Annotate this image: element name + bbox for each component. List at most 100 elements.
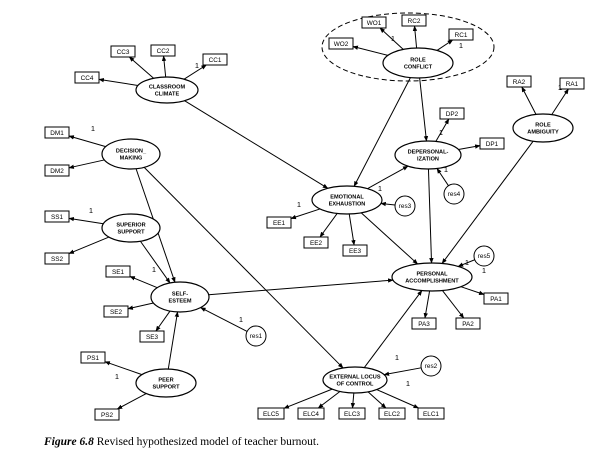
latent-ss [101,213,161,243]
indicator-dm1 [44,126,70,139]
arrow-pa-to-pa2 [442,290,465,319]
indicator-dm2-label: DM2 [50,168,64,175]
indicator-wo2 [328,37,354,50]
arrow-dp-to-pa [427,168,434,264]
indicator-ps2-label: PS2 [101,412,114,419]
residual-res3 [394,195,416,217]
indicator-ss2 [44,252,70,265]
arrow-pa-to-pa1 [460,286,485,295]
arrow-pa-to-pa3 [423,290,431,319]
arrow-ss-to-se [139,240,171,284]
indicator-dm2 [44,164,70,177]
arrow-elc-to-pa [363,290,423,368]
indicator-dp1-label: DP1 [486,141,499,148]
arrow-se-to-se1 [129,275,158,289]
indicator-cc4 [74,71,100,84]
indicator-rc1 [448,28,474,41]
latent-cc-label-1: CLASSROOM [149,85,186,91]
residual-res4-label: res4 [448,191,461,198]
arrow-dm-to-dm1 [68,135,106,148]
fixed-coefficient-label-16: 1 [406,379,410,388]
arrow-ra-to-ra2 [521,86,537,115]
indicator-ee1 [266,216,292,229]
fixed-coefficient-label-3: 1 [195,61,199,70]
latent-se-label-1: SELF- [172,292,188,298]
indicator-pa3-label: PA3 [418,321,430,328]
latent-elc [322,366,388,394]
latent-dp-label-1: DEPERSONAL- [408,150,449,156]
arrow-elc-to-elc2 [367,391,387,409]
arrow-cc-to-cc1 [183,64,207,80]
indicator-ps2 [94,408,120,421]
arrow-ra-to-ra1 [551,88,569,115]
latent-cc [135,76,199,104]
role-conflict-dashed-boundary [321,12,495,82]
arrow-rc-to-rc1 [436,39,454,51]
arrow-ee-to-ee1 [290,208,321,220]
residual-res3-label: res3 [399,203,412,210]
indicator-rc1-label: RC1 [455,32,468,39]
latent-se-label-2: ESTEEM [168,299,191,305]
latent-rc-label-1: ROLE [410,58,426,64]
indicator-ee2 [303,236,329,249]
latent-rc-label-2: CONFLICT [404,65,433,71]
latent-dm-label-2: MAKING [120,156,143,162]
fixed-coefficient-label-12: 1 [482,266,486,275]
arrow-dp-to-dp2 [435,118,450,142]
arrow-rc-to-dp [419,77,429,142]
fixed-coefficient-label-14: 1 [115,372,119,381]
arrow-elc-to-elc4 [317,391,341,409]
arrow-elc-to-elc3 [350,392,356,409]
indicator-ee3 [342,244,368,257]
indicator-cc3-label: CC3 [117,49,130,56]
residual-res2 [420,355,442,377]
latent-ee-label-1: EMOTIONAL [330,195,364,201]
figure-caption-text: Revised hypothesized model of teacher bu… [96,436,319,448]
arrow-dm-to-elc [143,166,344,369]
arrow-elc-to-elc5 [283,388,333,409]
figure-number: Figure 6.8 [44,436,94,448]
indicator-rc2 [401,14,427,27]
fixed-coefficient-label-11: 1 [444,165,448,174]
indicator-ra1-label: RA1 [566,81,579,88]
latent-dp-label-2: IZATION [417,157,439,163]
latent-dp [394,140,462,170]
latent-ra-label-1: ROLE [535,123,551,129]
indicator-se3 [139,330,165,343]
indicator-elc3-label: ELC3 [344,411,360,418]
arrow-cc-to-ee [184,100,329,189]
indicator-elc5-label: ELC5 [263,411,279,418]
fixed-coefficient-label-1: 1 [391,34,395,43]
arrow-res5-to-pa [457,259,475,267]
arrow-elc-to-elc1 [376,389,420,409]
indicator-cc2 [150,44,176,57]
indicator-cc1 [202,53,228,66]
latent-ps-label-1: PEER [158,378,173,384]
arrow-ee-to-ee3 [348,213,356,246]
indicator-ra2 [506,75,532,88]
arrow-dp-to-dp1 [458,144,481,151]
indicator-ra1 [559,77,585,90]
latent-pa-label-1: PERSONAL [416,272,448,278]
figure-caption: Figure 6.8 Revised hypothesized model of… [44,436,319,448]
arrow-ps-to-se [167,311,179,370]
arrow-res4-to-dp [436,168,449,186]
indicator-se1-label: SE1 [112,269,125,276]
latent-dm-label-1: DECISION_ [116,149,147,155]
indicator-ee3-label: EE3 [349,248,362,255]
arrow-rc-to-ee [353,77,411,187]
indicator-elc1 [417,407,445,420]
residual-res5-label: res5 [478,253,491,260]
latent-pa [391,262,473,292]
indicator-rc2-label: RC2 [408,18,421,25]
arrow-ss-to-ss1 [68,216,104,225]
indicator-wo2-label: WO2 [334,41,349,48]
indicator-se2-label: SE2 [110,309,123,316]
indicator-ps1 [80,351,106,364]
arrow-rc-to-wo1 [379,27,404,50]
residual-res5 [473,245,495,267]
latent-elc-label-1: EXTERNAL LOCUS [329,375,380,381]
indicator-pa1-label: PA1 [490,296,502,303]
indicator-elc1-label: ELC1 [423,411,439,418]
indicator-wo1 [361,16,387,29]
